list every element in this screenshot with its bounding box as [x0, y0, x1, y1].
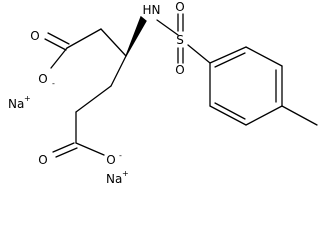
atom-o-lower-carboxylate: O	[106, 153, 115, 167]
charge-minus-lower: -	[119, 151, 122, 160]
ring-bond-1	[209, 46, 247, 64]
atom-labels: O O - H N S O O Na + O O - Na +	[8, 0, 185, 186]
bond-c6-o-single	[75, 142, 105, 156]
bonds	[44, 13, 318, 158]
wedge-bond-c3-n	[125, 15, 147, 57]
counter-ion-na-left: Na	[8, 97, 24, 111]
atom-o-upper-carboxylate: O	[38, 72, 47, 86]
atom-h-amine: H	[142, 3, 151, 17]
atom-o-sulfonyl-bottom: O	[175, 63, 184, 77]
ring-bond-5	[209, 105, 247, 126]
atom-n-amine: N	[152, 3, 161, 17]
counter-ion-na-right: Na	[106, 172, 122, 186]
bond-ring-methyl	[281, 105, 318, 126]
bond-c2-c3	[100, 28, 127, 57]
atom-o-upper-carbonyl: O	[30, 29, 39, 43]
atom-s-sulfonyl: S	[176, 33, 184, 47]
bond-c6-o-double-b	[55, 147, 78, 158]
charge-minus-upper: -	[52, 79, 55, 88]
charge-plus-na-left: +	[24, 94, 31, 103]
ring-inner-3	[214, 102, 246, 120]
ring-inner-1	[214, 52, 246, 68]
bond-c1-o-single	[50, 47, 68, 69]
bond-c3-c4	[110, 55, 127, 87]
atom-o-lower-carbonyl: O	[38, 153, 47, 167]
bond-c1-o-double-b	[44, 38, 67, 51]
bond-s-aryl	[187, 44, 211, 64]
ring-bond-2	[245, 46, 283, 67]
bond-c1-c2	[66, 28, 102, 49]
atom-o-sulfonyl-top: O	[175, 0, 184, 14]
bond-c6-o-double-a	[52, 142, 75, 153]
bond-n-s	[156, 19, 179, 36]
charge-plus-na-right: +	[122, 169, 129, 178]
bond-c4-c5	[75, 85, 112, 113]
structure-diagram: O O - H N S O O Na + O O - Na +	[8, 0, 318, 186]
bond-c1-o-double-a	[47, 32, 70, 45]
ring-bond-4	[245, 105, 283, 126]
